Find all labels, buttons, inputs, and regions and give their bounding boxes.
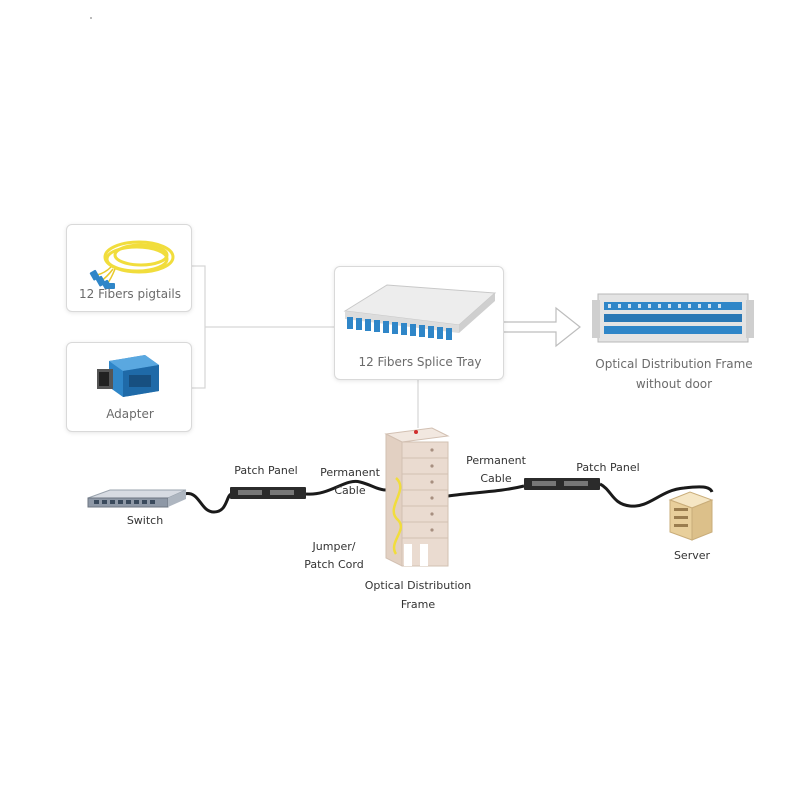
patch-panel-right-icon <box>524 478 600 490</box>
fiber-pigtails-icon <box>89 240 175 289</box>
card-adapter: Adapter <box>66 342 192 432</box>
sc-adapter-icon <box>97 355 159 397</box>
cable-odf-patch <box>447 484 525 498</box>
permanent-cable-right-label-2: Cable <box>480 472 512 485</box>
server-icon <box>668 491 714 541</box>
arrow-icon <box>504 306 581 348</box>
permanent-cable-left-label-1: Permanent <box>320 466 380 479</box>
cable-patch-odf <box>305 479 387 496</box>
patch-panel-left-icon <box>230 487 306 499</box>
patch-panel-right-label: Patch Panel <box>576 461 640 474</box>
odf-without-door-label-2: without door <box>635 377 713 391</box>
cable-patch-server <box>599 482 714 508</box>
switch-icon <box>87 489 187 508</box>
odf-cabinet-icon <box>384 427 450 567</box>
card-splice-tray: 12 Fibers Splice Tray <box>334 266 504 380</box>
patch-panel-left-label: Patch Panel <box>234 464 298 477</box>
cable-switch-patch <box>183 492 233 514</box>
pigtails-label: 12 Fibers pigtails <box>79 287 181 301</box>
splice-tray-icon <box>343 284 497 340</box>
card-pigtails: 12 Fibers pigtails <box>66 224 192 312</box>
speck <box>90 17 92 19</box>
odf-label-1: Optical Distribution <box>364 579 472 592</box>
adapter-label: Adapter <box>106 407 154 421</box>
switch-label: Switch <box>126 514 164 527</box>
permanent-cable-right-label-1: Permanent <box>466 454 526 467</box>
odf-without-door-label-1: Optical Distribution Frame <box>595 357 753 371</box>
jumper-label-1: Jumper/ <box>312 540 356 553</box>
splice-tray-label: 12 Fibers Splice Tray <box>358 355 482 369</box>
permanent-cable-left-label-2: Cable <box>334 484 366 497</box>
jumper-label-2: Patch Cord <box>304 558 364 571</box>
odf-label-2: Frame <box>400 598 436 611</box>
server-label: Server <box>673 549 711 562</box>
